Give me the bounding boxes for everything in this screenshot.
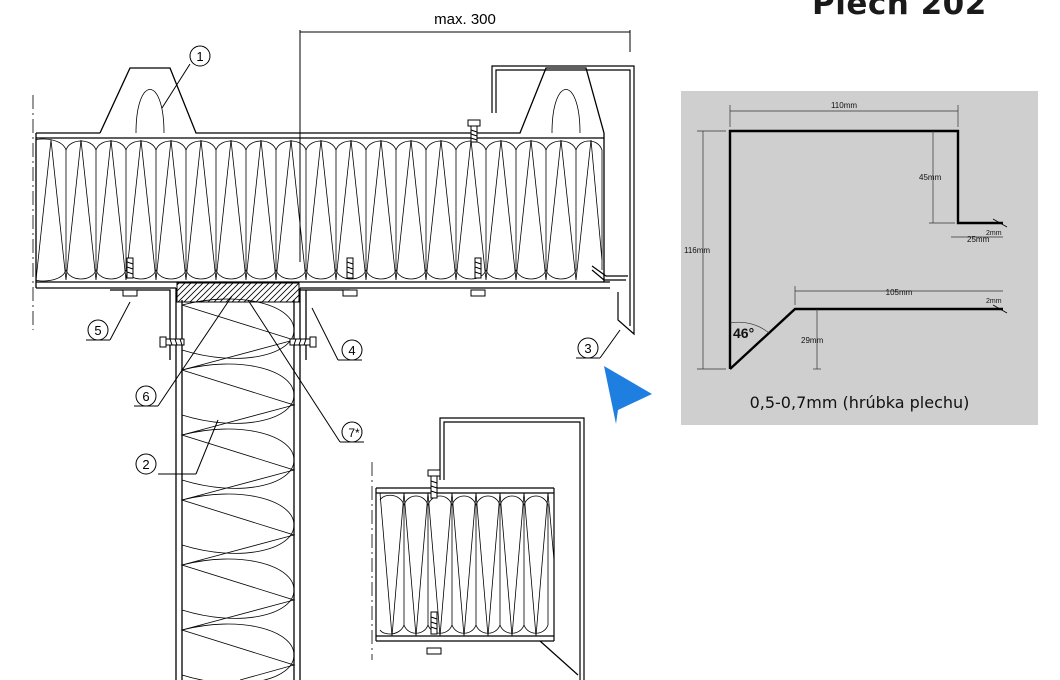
detail-dimension-lines: [697, 105, 1003, 370]
dimension-max-300: [299, 30, 631, 262]
svg-text:5: 5: [94, 323, 101, 338]
flashing-detail-panel: 110mm 116mm 45mm 2mm 25mm 105mm 2mm 29mm…: [681, 91, 1038, 425]
pointer-arrow-icon: [604, 366, 652, 424]
svg-text:2: 2: [142, 457, 149, 472]
wall-panel: [175, 282, 301, 680]
svg-text:7*: 7*: [348, 426, 360, 440]
dimension-label-max-300: max. 300: [434, 11, 496, 28]
dim-tab-gap-bottom: 2mm: [986, 298, 1002, 305]
edge-flashing: [491, 65, 635, 336]
svg-text:6: 6: [142, 389, 149, 404]
dim-inner-drop: 45mm: [919, 173, 942, 182]
svg-text:1: 1: [196, 49, 203, 64]
wall-insulation: [180, 298, 296, 680]
dim-lower-rise: 29mm: [801, 336, 824, 345]
svg-text:3: 3: [584, 341, 591, 356]
page-title: Plech 202: [812, 0, 987, 22]
secondary-detail-screws: [426, 469, 442, 655]
flashing-profile-drawing: 110mm 116mm 45mm 2mm 25mm 105mm 2mm 29mm…: [684, 101, 1008, 370]
fastener-screws: [122, 119, 486, 348]
section-drawing: max. 300: [32, 11, 652, 680]
dim-tab-gap-top: 2mm: [986, 230, 1002, 237]
sheet-thickness-note: 0,5-0,7mm (hrúbka plechu): [749, 393, 970, 412]
callout-7: 7*: [247, 299, 364, 443]
callout-6: 6: [134, 295, 233, 407]
dim-angle: 46°: [733, 325, 754, 341]
callout-2: 2: [135, 419, 219, 475]
dim-lower-width: 105mm: [886, 288, 913, 297]
secondary-detail: [371, 417, 585, 680]
svg-text:4: 4: [348, 343, 355, 358]
flashing-profile: [728, 129, 1008, 370]
roof-panel: [32, 67, 610, 330]
callout-3: 3: [576, 329, 621, 359]
dim-top-width: 110mm: [831, 101, 857, 110]
callout-4: 4: [311, 307, 363, 361]
dim-height: 116mm: [684, 246, 710, 255]
callout-1: 1: [161, 45, 211, 109]
dim-tab-right: 25mm: [967, 235, 990, 244]
callout-5: 5: [86, 301, 131, 341]
roof-insulation: [35, 89, 603, 282]
